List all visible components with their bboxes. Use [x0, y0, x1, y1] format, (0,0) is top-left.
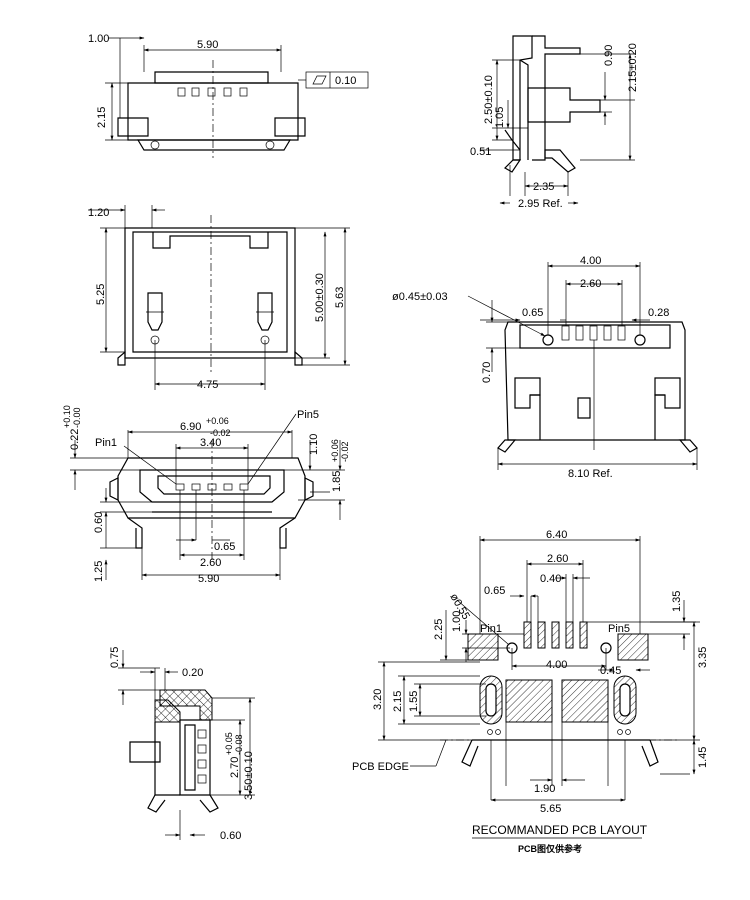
dim-rear-6: 0.70: [481, 362, 493, 383]
dim-side-3: 2.50±0.10: [483, 75, 495, 124]
pcb-dim-045: 0.45: [600, 665, 621, 677]
pcb-dim-335: 3.35: [697, 647, 709, 668]
pcb-dim-190: 1.90: [534, 783, 555, 795]
dim-top-2: 5.90: [197, 39, 218, 51]
pcb-dim-040: 0.40: [540, 573, 561, 585]
dim-rear-7: 8.10 Ref.: [568, 468, 613, 480]
bottom-view: 1.20 5.25 5.00±0.30 5.63 4.75: [88, 205, 350, 391]
dim-sec-5: 0.60: [220, 830, 241, 842]
pcb-dim-565: 5.65: [540, 803, 561, 815]
dim-front-590: 5.90: [198, 573, 219, 585]
pcb-dim-225: 2.25: [433, 619, 445, 640]
pin1-label: Pin1: [95, 437, 117, 449]
dim-side-5: 0.51: [470, 146, 491, 158]
dim-rear-5: 0.28: [648, 307, 669, 319]
dim-side-6: 2.35: [533, 181, 554, 193]
pin5-label: Pin5: [297, 409, 319, 421]
pcb-dim-400: 4.00: [546, 659, 567, 671]
dim-side-7: 2.95 Ref.: [518, 198, 563, 210]
dim-sec-3-lower: -0.08: [234, 734, 244, 755]
pcb-layout-subtitle: PCB图仅供参考: [518, 843, 582, 854]
pcb-dim-320: 3.20: [372, 689, 384, 710]
h-right2-value: 1.85: [331, 471, 343, 492]
section-view: 0.75 0.20 2.70 +0.05 -0.08 3.50±0.10 0.6…: [109, 647, 255, 842]
dim-sec-3-upper: +0.05: [224, 732, 234, 755]
pcb-layout-title: RECOMMANDED PCB LAYOUT: [472, 823, 648, 837]
width-main-lower: -0.02: [210, 428, 231, 438]
pcb-pin1: Pin1: [480, 623, 502, 635]
pcb-dim-145: 1.45: [697, 747, 709, 768]
dim-rear-4: 0.65: [522, 307, 543, 319]
tol-top-value: 0.22: [69, 429, 81, 450]
tol-top-upper: +0.10: [62, 405, 72, 428]
dim-bottom-2: 5.25: [95, 284, 107, 305]
pcb-dim-135: 1.35: [671, 591, 683, 612]
dim-side-2: 2.15±0.20: [627, 43, 639, 92]
front-view: 0.22 +0.10 -0.00 Pin1 Pin5 6.90 +0.06 -0…: [62, 405, 350, 585]
dim-sec-4: 3.50±0.10: [243, 751, 255, 800]
top-view: 1.00 5.90 2.15 0.10: [88, 33, 369, 158]
width-inner-value: 3.40: [200, 437, 221, 449]
tol-top-lower: -0.00: [72, 407, 82, 428]
flatness-value: 0.10: [335, 75, 356, 87]
dim-front-125: 1.25: [93, 561, 105, 582]
h-right-value: 1.10: [308, 434, 320, 455]
dim-bottom-1: 1.20: [88, 207, 109, 219]
dim-sec-1: 0.75: [109, 647, 121, 668]
h-right2-upper: +0.06: [330, 439, 340, 462]
pcb-edge-label: PCB EDGE: [352, 761, 409, 773]
pcb-pin5: Pin5: [608, 623, 630, 635]
dim-side-4: 1.05: [494, 107, 506, 128]
dim-side-1: 0.90: [603, 45, 615, 66]
h-right2-lower: -0.02: [340, 441, 350, 462]
side-view: 0.90 2.15±0.20 2.50±0.10 1.05 0.51 2.35 …: [470, 35, 639, 210]
dim-bottom-5: 4.75: [197, 379, 218, 391]
dim-front-065: 0.65: [214, 541, 235, 553]
pcb-dim-100: 1.00: [451, 611, 463, 632]
dim-top-3: 2.15: [96, 107, 108, 128]
dim-rear-3: ø0.45±0.03: [392, 291, 448, 303]
rear-view: 4.00 2.60 ø0.45±0.03 0.65 0.28 0.70 8.10…: [392, 255, 698, 480]
pcb-dim-640: 6.40: [546, 529, 567, 541]
dim-rear-1: 4.00: [580, 255, 601, 267]
pcb-dim-065: 0.65: [484, 585, 505, 597]
width-main-value: 6.90: [180, 421, 201, 433]
dim-sec-2: 0.20: [182, 667, 203, 679]
dim-bottom-4: 5.63: [334, 287, 346, 308]
width-main-upper: +0.06: [206, 416, 229, 426]
dim-top-1: 1.00: [88, 33, 109, 45]
pcb-layout: 6.40 2.60 0.40 0.65 ø0.55 1.00 2.25 Pin1…: [352, 529, 709, 854]
dim-sec-3: 2.70: [229, 757, 241, 778]
dim-front-260: 2.60: [200, 557, 221, 569]
pcb-dim-260: 2.60: [547, 553, 568, 565]
dim-rear-2: 2.60: [580, 278, 601, 290]
dim-front-060: 0.60: [93, 512, 105, 533]
dim-bottom-3: 5.00±0.30: [314, 273, 326, 322]
pcb-dim-215: 2.15: [392, 691, 404, 712]
pcb-dim-155: 1.55: [408, 691, 420, 712]
